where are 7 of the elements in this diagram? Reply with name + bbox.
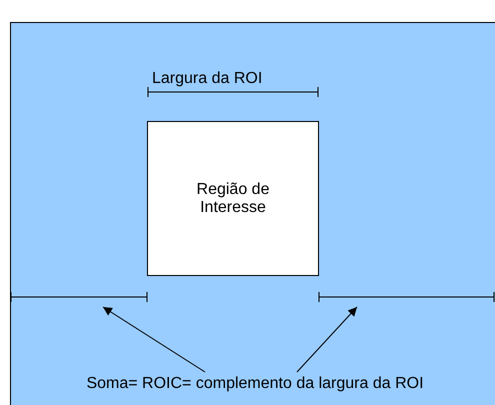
dimension-label: Largura da ROI [152, 70, 262, 88]
dimension-line [318, 292, 494, 302]
region-box: Região de Interesse [147, 121, 319, 276]
annotation-text: Soma= ROIC= complemento da largura da ROI [20, 375, 490, 399]
arrow [296, 306, 358, 372]
arrow [102, 306, 206, 372]
dimension-line [10, 292, 148, 302]
